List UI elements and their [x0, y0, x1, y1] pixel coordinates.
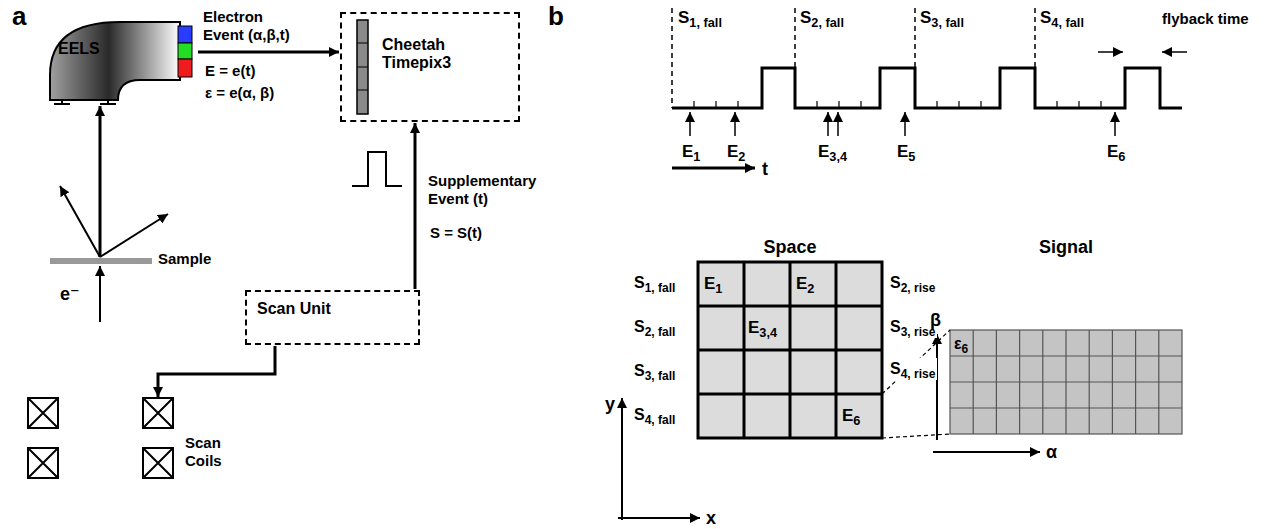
spectrometer: [50, 22, 180, 100]
event-name: E6: [842, 404, 860, 427]
blue-channel: [178, 26, 192, 43]
space-panel: Space: [698, 236, 882, 438]
y-axis: [621, 398, 623, 520]
scan-coils: [28, 398, 173, 478]
signal-name: S1, fall: [678, 6, 722, 29]
node-text: Sample: [158, 250, 211, 268]
beam-arrow: [99, 266, 101, 322]
event-name: E1: [704, 272, 722, 295]
scan-signal-trace: [672, 68, 1182, 108]
signal-name: S2, fall: [800, 6, 844, 29]
event-arrows: [690, 112, 1115, 136]
fall-markers: [672, 8, 1035, 108]
detector-strip: [357, 20, 368, 114]
event-name: ε6: [954, 333, 968, 355]
detector-box: Cheetah Timepix3: [340, 12, 520, 122]
red-channel: [178, 59, 192, 77]
scatter-arrow: [60, 186, 100, 257]
row-label: S1, fall: [634, 272, 675, 294]
signal-name: S4, fall: [1040, 6, 1084, 29]
event-name: E3,4: [748, 316, 777, 339]
axis-label: t: [762, 157, 768, 181]
beam-label: e⁻: [60, 282, 80, 306]
event-name: E2: [727, 140, 745, 163]
event-name: E1: [682, 140, 700, 163]
axis-label: x: [706, 506, 716, 529]
node-text: Cheetah Timepix3: [382, 36, 478, 72]
axis-label: β: [930, 308, 941, 332]
node-text: Scan Coils: [185, 434, 241, 470]
equation: S = S(t): [430, 222, 482, 243]
row-label: S3, fall: [634, 360, 675, 382]
event-name: E2: [796, 272, 814, 295]
connector: [158, 346, 275, 397]
connector: [99, 106, 102, 257]
equation: ε = e(α, β): [205, 82, 274, 103]
signal-panel: Signal: [950, 236, 1182, 434]
edge-label: Electron Event (α,β,t): [203, 8, 307, 44]
signal-name: S3, fall: [920, 6, 964, 29]
green-channel: [178, 43, 192, 59]
row-label: S2, rise: [888, 272, 937, 294]
scatter-arrow: [100, 214, 168, 257]
pulse-symbol: [352, 152, 402, 186]
edge-label: Supplementary Event (t): [428, 172, 552, 208]
event-name: E3,4: [818, 140, 847, 163]
beta-axis: [936, 334, 938, 440]
detector-dividers: [357, 43, 368, 90]
event-name: E5: [897, 140, 915, 163]
alpha-axis: [933, 451, 1040, 453]
scan-coil-pair: Scan Coils: [143, 398, 173, 478]
event-name: E6: [1107, 140, 1125, 163]
pixel-ticks: [694, 101, 1101, 108]
axis-label: y: [605, 392, 615, 416]
connector: [414, 123, 417, 289]
panel-letter: a: [12, 0, 26, 32]
spectrometer-feet: [54, 100, 116, 104]
x-axis: [618, 517, 700, 519]
row-label: S4, fall: [634, 404, 675, 426]
row-label: S3, rise: [888, 316, 937, 338]
flyback-arrow: [1162, 51, 1187, 53]
zoom-lines: [882, 330, 950, 438]
node-text: Space: [698, 236, 882, 258]
equation: E = e(t): [205, 60, 255, 81]
sample-bar: Sample: [50, 258, 152, 264]
signal-grid: [950, 330, 1182, 434]
time-axis: [672, 167, 755, 170]
scan-unit-box: Scan Unit: [245, 290, 420, 345]
node-text: EELS: [58, 40, 195, 58]
space-grid: [698, 262, 882, 438]
node-text: Scan Unit: [257, 300, 408, 318]
annotation: flyback time: [1162, 8, 1249, 29]
axis-label: α: [1046, 440, 1057, 464]
panel-letter: b: [548, 0, 564, 32]
flyback-arrow: [1098, 51, 1123, 53]
row-label: S4, rise: [888, 358, 937, 380]
node-text: Signal: [950, 236, 1182, 258]
spectrometer-box: EELS: [50, 22, 195, 100]
connector: [198, 51, 339, 54]
row-label: S2, fall: [634, 316, 675, 338]
